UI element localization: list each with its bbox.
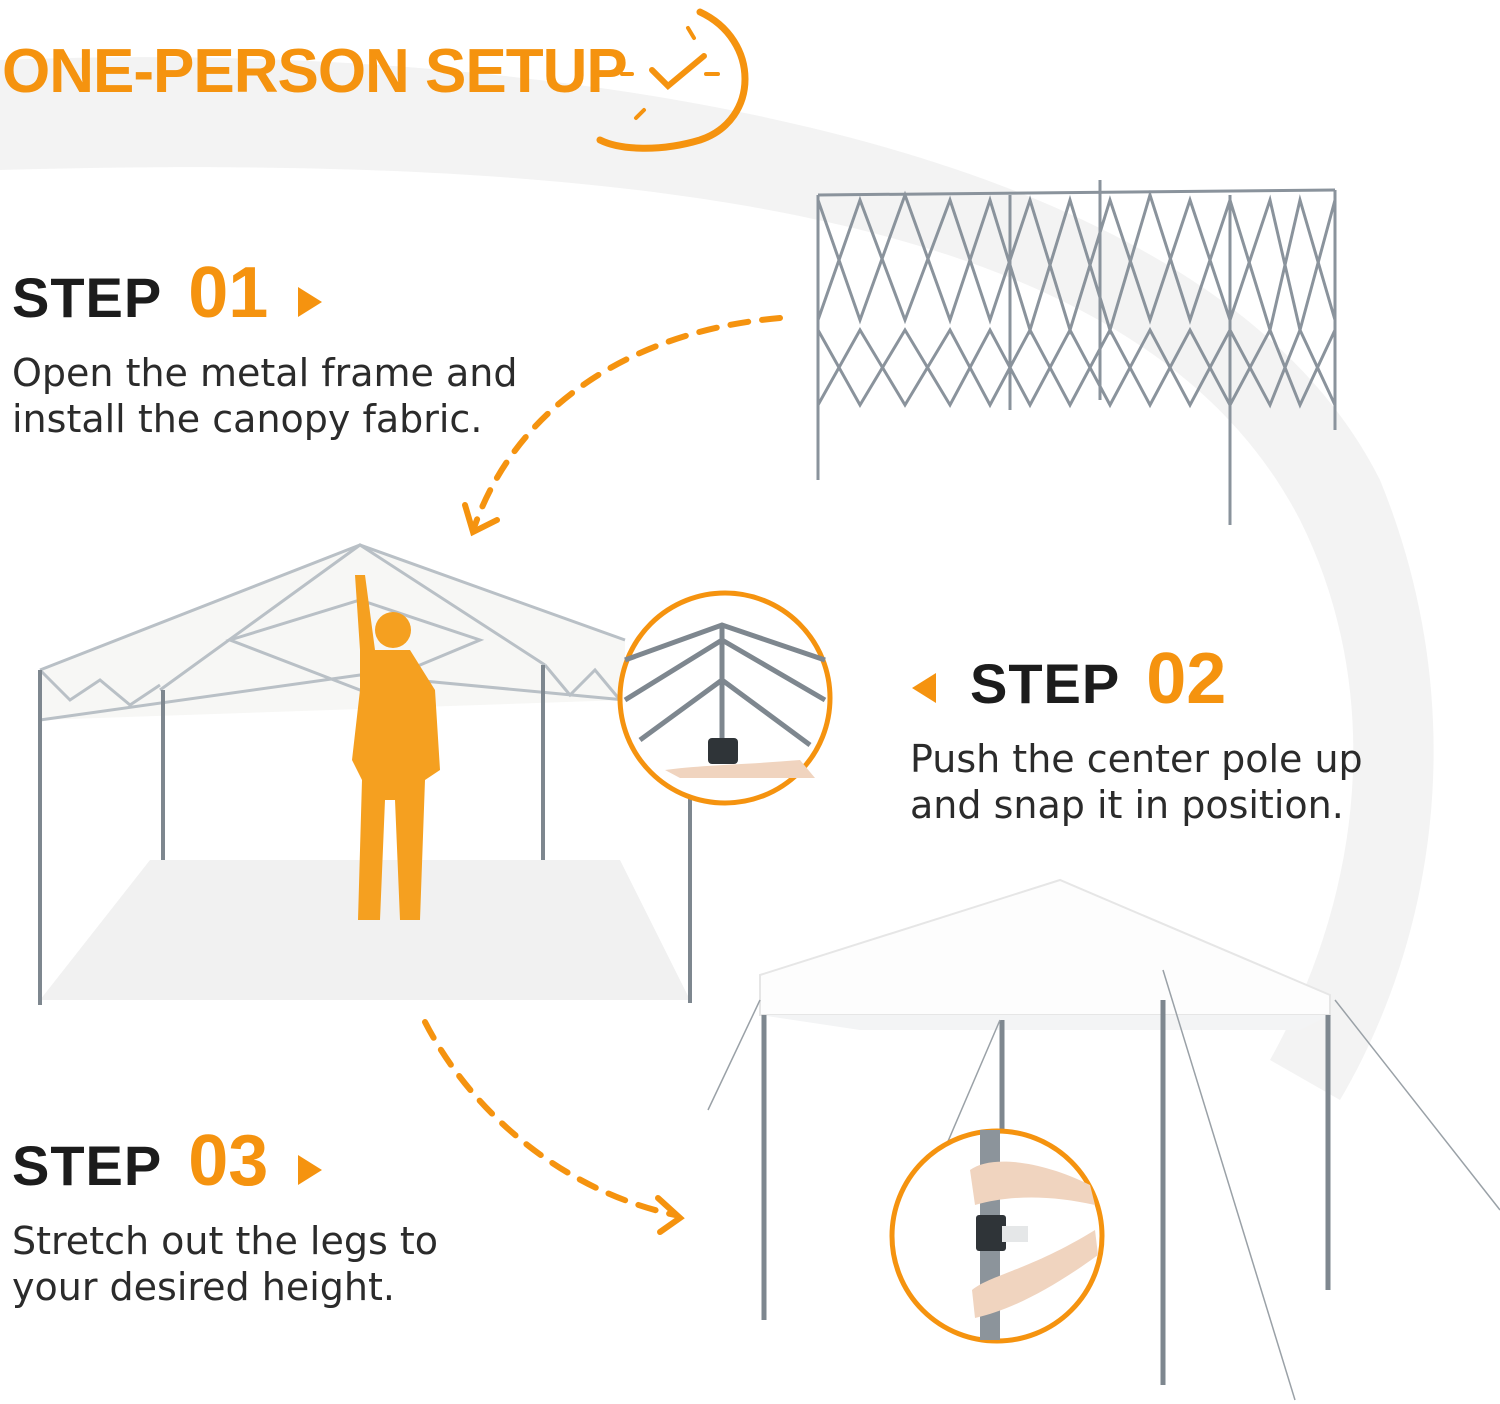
step-3-word: STEP [12,1134,163,1197]
clock-check-icon [596,8,749,152]
step-2-heading: STEP 02 [912,638,1226,720]
step-1-description: Open the metal frame and install the can… [12,350,518,442]
step-1-word: STEP [12,266,163,329]
step-1-line-1: Open the metal frame and [12,351,518,395]
background-swoosh [0,57,1434,1101]
step-1-line-2: install the canopy fabric. [12,397,483,441]
step-1-number: 01 [188,253,269,333]
page-title: ONE-PERSON SETUP [2,37,628,106]
step-2-line-1: Push the center pole up [910,737,1363,781]
folded-frame-image [816,180,1337,525]
dashed-arrow-1 [462,315,783,537]
arrow-right-icon [298,287,323,317]
arrow-left-icon [912,673,936,703]
finished-canopy-image [707,878,1500,1401]
arrow-right-icon [298,1155,323,1185]
open-frame-image [38,543,692,1005]
step-3-line-2: your desired height. [12,1265,395,1309]
step-1-heading: STEP 01 [12,252,323,334]
step-2-word: STEP [970,652,1121,715]
step-2-number: 02 [1146,639,1227,719]
center-pole-inset [617,590,833,806]
step-2-description: Push the center pole up and snap it in p… [910,736,1363,828]
step-3-description: Stretch out the legs to your desired hei… [12,1218,438,1310]
leg-adjust-inset [889,1128,1105,1344]
step-3-heading: STEP 03 [12,1120,323,1202]
step-3-number: 03 [188,1121,269,1201]
step-2-line-2: and snap it in position. [910,783,1344,827]
step-3-line-1: Stretch out the legs to [12,1219,438,1263]
dashed-arrow-2 [422,1019,685,1235]
person-silhouette [352,575,440,920]
